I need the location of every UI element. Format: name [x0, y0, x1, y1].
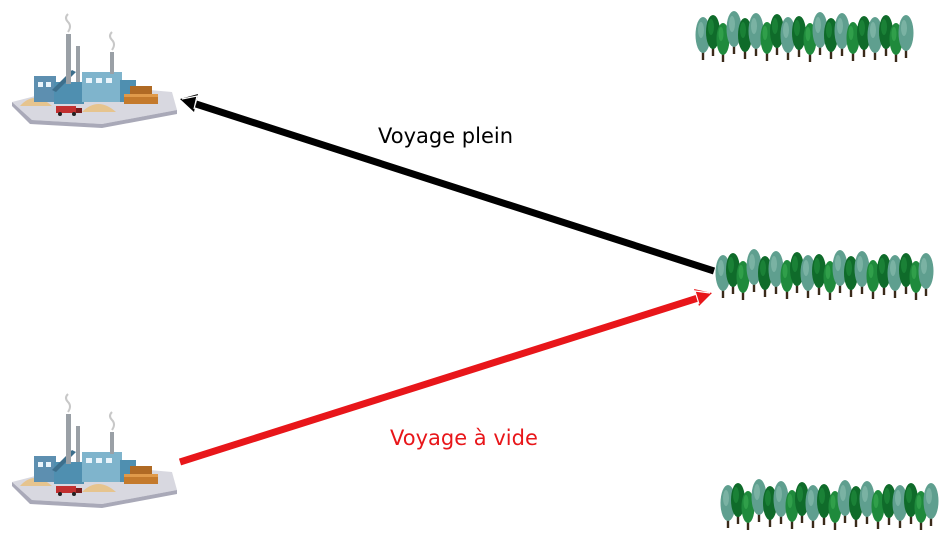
forest-icon-bottom: [721, 479, 939, 530]
forest-icon-top: [696, 11, 914, 62]
full-trip-label: Voyage plein: [378, 124, 514, 148]
empty-trip-arrow: [178, 289, 712, 466]
empty-trip-label: Voyage à vide: [390, 426, 538, 450]
factory-icon-bottom: [11, 393, 178, 509]
forest-icon-middle: [716, 249, 934, 300]
full-trip-arrow: [180, 94, 716, 275]
factory-icon-top: [11, 13, 178, 129]
